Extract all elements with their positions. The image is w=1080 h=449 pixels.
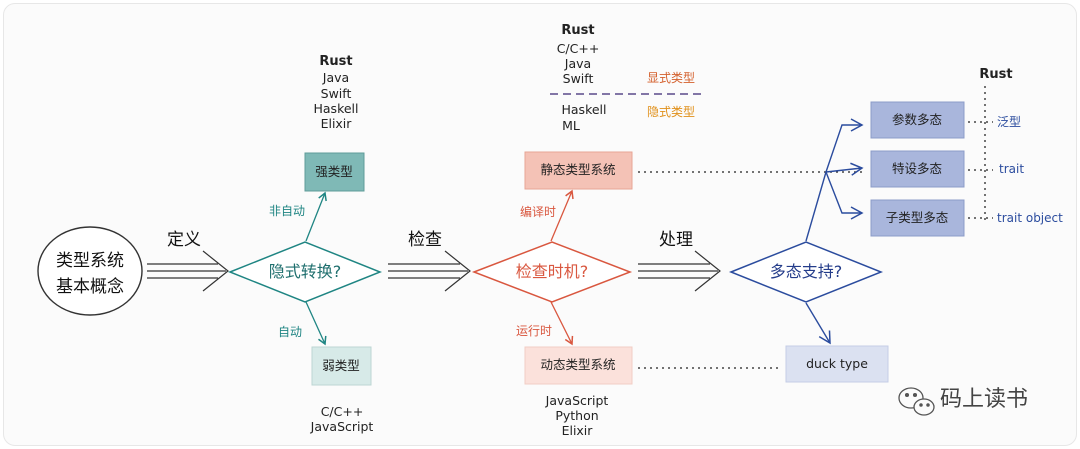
generics-label: 泛型 xyxy=(997,115,1022,129)
weak-type-box xyxy=(311,346,372,386)
trait-label: trait xyxy=(999,162,1025,176)
static-type-label: 静态类型系统 xyxy=(540,162,616,177)
dynamic-lang-item: Python xyxy=(555,408,599,423)
wechat-icon xyxy=(898,387,935,416)
strong-lang-item: Rust xyxy=(319,54,353,69)
static-explicit-lang: C/C++ xyxy=(556,41,600,56)
dynamic-lang-item: JavaScript xyxy=(545,393,609,408)
polymorphism-branches xyxy=(805,118,864,345)
edge-run-time xyxy=(550,301,574,346)
edge-compile-time xyxy=(550,189,574,242)
edge-auto xyxy=(305,301,327,346)
strong-type-box xyxy=(304,152,365,192)
conversion-label: 隐式转换? xyxy=(268,262,342,281)
define-arrow xyxy=(147,250,229,292)
weak-lang-item: JavaScript xyxy=(310,419,374,434)
weak-type-label: 弱类型 xyxy=(322,358,360,373)
trait-object-label: trait object xyxy=(997,211,1063,225)
auto-label: 自动 xyxy=(277,325,303,339)
dynamic-lang-item: Elixir xyxy=(561,423,593,438)
conversion-diamond xyxy=(227,241,383,303)
compile-time-label: 编译时 xyxy=(519,205,557,219)
strong-lang-item: Swift xyxy=(320,86,352,101)
check-label: 检查 xyxy=(408,230,442,250)
root-line-2: 基本概念 xyxy=(56,277,124,297)
handle-arrow xyxy=(638,250,721,292)
subtype-box xyxy=(870,199,965,237)
timing-label: 检查时机? xyxy=(515,262,589,281)
implicit-type-label: 隐式类型 xyxy=(647,105,696,119)
parametric-box xyxy=(870,101,965,139)
check-arrow xyxy=(388,250,471,292)
handle-label: 处理 xyxy=(659,230,693,250)
edge-no-auto xyxy=(305,191,327,242)
rust-bracket xyxy=(968,86,993,220)
strong-type-label: 强类型 xyxy=(315,164,353,179)
root-ellipse xyxy=(37,226,143,316)
subtype-label: 子类型多态 xyxy=(885,210,949,225)
rust-label: Rust xyxy=(979,67,1013,82)
static-explicit-lang: Rust xyxy=(561,23,595,38)
timing-diamond xyxy=(471,241,633,303)
duck-type-box xyxy=(785,345,889,383)
static-explicit-lang: Java xyxy=(564,56,592,71)
strong-lang-item: Java xyxy=(322,70,350,85)
root-line-1: 类型系统 xyxy=(56,251,124,271)
static-implicit-lang: Haskell xyxy=(561,102,607,117)
parametric-label: 参数多态 xyxy=(891,112,943,127)
adhoc-label: 特设多态 xyxy=(891,161,943,176)
duck-type-label: duck type xyxy=(806,356,868,371)
define-label: 定义 xyxy=(167,230,201,250)
polymorphism-label: 多态支持? xyxy=(769,262,843,281)
run-time-label: 运行时 xyxy=(515,324,553,338)
explicit-type-label: 显式类型 xyxy=(647,71,696,85)
dynamic-type-label: 动态类型系统 xyxy=(540,357,616,372)
watermark-text: 码上读书 xyxy=(940,387,1029,412)
strong-lang-item: Haskell xyxy=(313,101,359,116)
static-explicit-lang: Swift xyxy=(562,71,594,86)
strong-lang-item: Elixir xyxy=(320,116,352,131)
dynamic-type-box xyxy=(524,346,633,385)
no-auto-label: 非自动 xyxy=(268,204,306,218)
static-implicit-lang: ML xyxy=(562,118,580,133)
weak-lang-item: C/C++ xyxy=(320,404,364,419)
static-type-box xyxy=(524,151,633,190)
polymorphism-diamond xyxy=(728,241,884,303)
adhoc-box xyxy=(870,150,965,188)
